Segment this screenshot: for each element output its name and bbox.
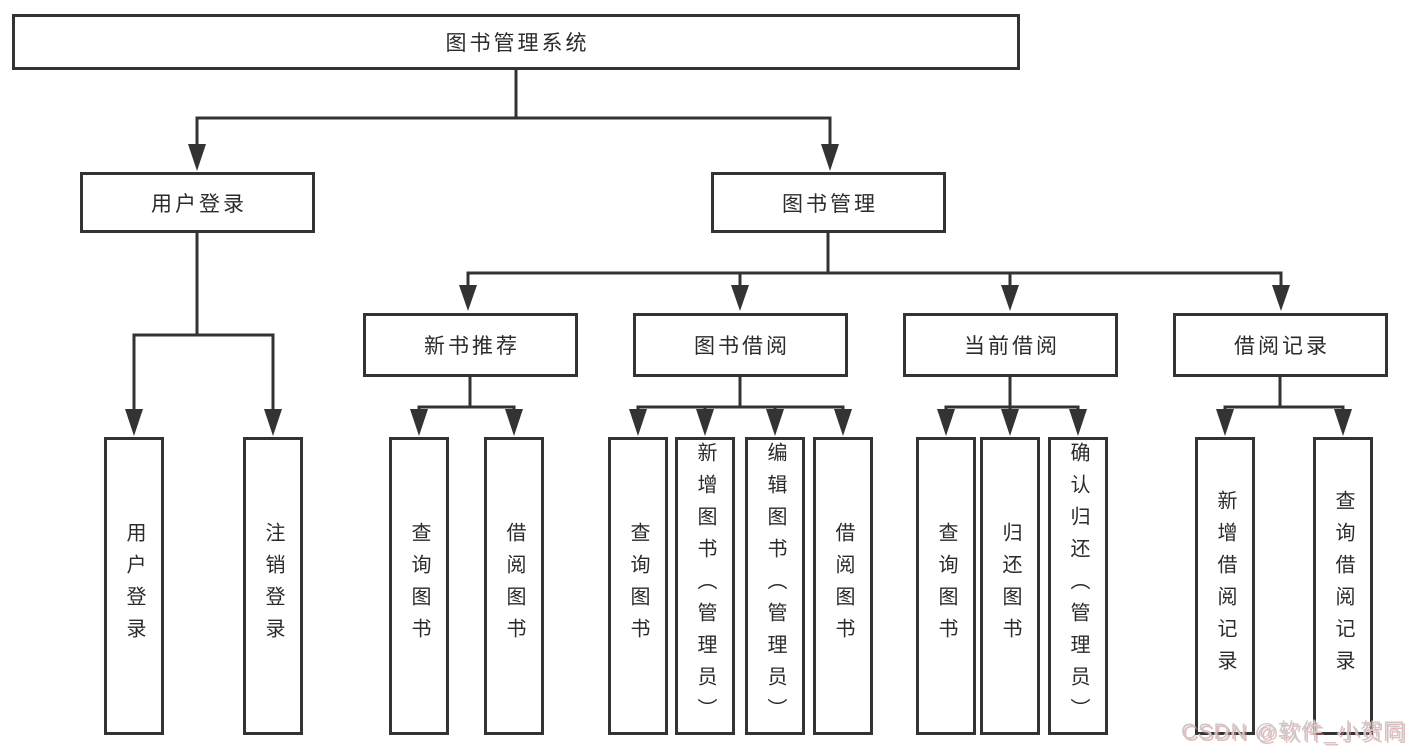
arrowhead-icons: [125, 144, 1352, 436]
node-label: 图书借阅: [694, 335, 790, 358]
leaf-user-login: 用户登录: [104, 437, 164, 735]
node-label: 图书管理: [782, 192, 878, 216]
leaf-newbooks-borrow: 借阅图书: [484, 437, 544, 735]
node-label: 用户登录: [151, 192, 247, 216]
leaf-logout: 注销登录: [243, 437, 303, 735]
leaf-borrow-query: 查询图书: [608, 437, 668, 735]
node-book-borrow: 图书借阅: [633, 313, 848, 377]
node-label: 新书推荐: [424, 335, 520, 358]
node-label: 用户登录: [123, 522, 145, 650]
node-label: 归还图书: [999, 522, 1021, 650]
node-label: 借阅记录: [1234, 335, 1330, 358]
leaf-current-confirm: 确认归还（管理员）: [1048, 437, 1108, 735]
node-label: 当前借阅: [964, 335, 1060, 358]
node-borrow-records: 借阅记录: [1173, 313, 1388, 377]
node-root: 图书管理系统: [12, 14, 1020, 70]
node-current-borrow: 当前借阅: [903, 313, 1118, 377]
leaf-current-return: 归还图书: [980, 437, 1040, 735]
node-label: 查询图书: [408, 522, 430, 650]
leaf-borrow-add: 新增图书（管理员）: [675, 437, 735, 735]
node-label: 查询图书: [935, 522, 957, 650]
node-new-books: 新书推荐: [363, 313, 578, 377]
node-label: 确认归还（管理员）: [1067, 442, 1089, 730]
node-book-mgmt: 图书管理: [711, 172, 946, 233]
node-label: 查询借阅记录: [1332, 490, 1354, 682]
leaf-records-query: 查询借阅记录: [1313, 437, 1373, 735]
node-label: 查询图书: [627, 522, 649, 650]
node-label: 借阅图书: [832, 522, 854, 650]
leaf-borrow-edit: 编辑图书（管理员）: [745, 437, 805, 735]
leaf-borrow-borrow: 借阅图书: [813, 437, 873, 735]
node-user-login: 用户登录: [80, 172, 315, 233]
node-label: 新增图书（管理员）: [694, 442, 716, 730]
node-label: 注销登录: [262, 522, 284, 650]
node-label: 图书管理系统: [445, 32, 590, 55]
leaf-records-add: 新增借阅记录: [1195, 437, 1255, 735]
node-label: 编辑图书（管理员）: [764, 442, 786, 730]
csdn-watermark: CSDN @软件_小贺同学: [1181, 719, 1405, 744]
node-label: 借阅图书: [503, 522, 525, 650]
node-label: 新增借阅记录: [1214, 490, 1236, 682]
leaf-current-query: 查询图书: [916, 437, 976, 735]
leaf-newbooks-query: 查询图书: [389, 437, 449, 735]
